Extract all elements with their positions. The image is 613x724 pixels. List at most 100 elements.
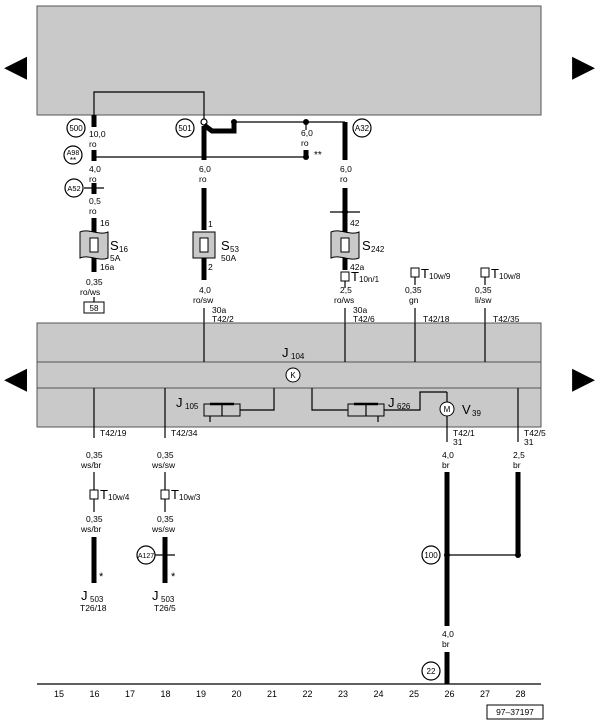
connector-t10w3-name: T	[171, 487, 179, 502]
motor-label: M	[444, 405, 451, 414]
grid-number: 17	[125, 689, 135, 699]
connector-t10w3-sub: 10w/3	[179, 493, 201, 502]
connector-t10w4-icon	[89, 489, 99, 500]
next-page-arrow-lower[interactable]: ▶	[572, 362, 595, 395]
fuse-s242-pin-in: 42	[350, 218, 360, 228]
fuse-s53-pin-out: 2	[208, 262, 213, 272]
wire-26b-size: 4,0	[442, 629, 454, 639]
connector-a127-label: A127	[138, 553, 154, 560]
grid-number: 16	[89, 689, 99, 699]
fuse-s53-number: 53	[230, 245, 239, 254]
figure-code-box	[486, 704, 544, 720]
connector-t10n1-name: T	[351, 269, 359, 284]
wire-19-size: 4,0	[199, 285, 211, 295]
j503b-star: *	[171, 571, 176, 583]
pin-27-t42: T42/35	[493, 314, 520, 324]
figure-code: 97–37197	[496, 707, 534, 717]
node-22-bottom	[303, 154, 309, 160]
wire-a32-size: 6,0	[340, 164, 352, 174]
connector-t10w8-icon	[480, 267, 490, 278]
pin-18-label: T42/34	[171, 428, 198, 438]
fuse-s16-element	[89, 237, 99, 253]
fuse-s53-name: S	[221, 238, 230, 253]
terminal-501-label: 501	[178, 124, 192, 133]
j626-name: J	[388, 395, 395, 410]
connector-t10w3-icon	[160, 489, 170, 500]
connector-a98-label: A98	[67, 150, 80, 157]
prev-page-arrow-lower[interactable]: ◀	[4, 362, 27, 395]
j104-number: 104	[291, 352, 305, 361]
grid-number: 22	[302, 689, 312, 699]
grid-number: 18	[160, 689, 170, 699]
fuse-s53-element	[199, 237, 209, 253]
connector-a52-label: A52	[67, 184, 80, 193]
wire-25-size: 0,35	[405, 285, 422, 295]
pin-26-label-b: 31	[453, 437, 463, 447]
grid-number: 25	[409, 689, 419, 699]
wire-18b-size: 0,35	[157, 514, 174, 524]
wire-25-color: gn	[409, 295, 419, 305]
fuse-s16-pin-out: 16a	[100, 262, 114, 272]
fuse-s242-name: S	[362, 238, 371, 253]
pin-25-t42: T42/18	[423, 314, 450, 324]
j105-name: J	[176, 395, 183, 410]
wire-18a-size: 0,35	[157, 450, 174, 460]
connector-t10w4-name: T	[100, 487, 108, 502]
grid-number: 24	[373, 689, 383, 699]
connector-t10w4-sub: 10w/4	[108, 493, 130, 502]
wire-22-color: ro	[301, 138, 309, 148]
grid-number: 21	[267, 689, 277, 699]
j104-name: J	[282, 345, 289, 360]
fuse-s242-pin-out: 42a	[350, 262, 364, 272]
wire-501-color: ro	[199, 174, 207, 184]
wire-500-color: ro	[89, 139, 97, 149]
prev-page-arrow[interactable]: ◀	[4, 50, 27, 83]
connector-t10n1-sub: 10n/1	[359, 275, 380, 284]
wire-16-size: 0,35	[86, 277, 103, 287]
wire-27-color: li/sw	[475, 295, 492, 305]
fuse-s242-element	[340, 237, 350, 253]
grid-number: 27	[480, 689, 490, 699]
fuse-s16-number: 16	[119, 245, 128, 254]
pin-23-30a: 30a	[353, 305, 367, 315]
j626-number: 626	[397, 402, 411, 411]
connector-a98	[63, 145, 83, 165]
wire-22-stars: **	[314, 150, 322, 161]
connector-t10n1-icon	[340, 271, 350, 282]
j503b-number: 503	[161, 595, 175, 604]
terminal-a32	[352, 118, 372, 138]
fuse-s16-rating: 5A	[110, 253, 121, 263]
v39-name: V	[462, 402, 471, 417]
wire-26b-color: br	[442, 639, 450, 649]
wire-22-size: 6,0	[301, 128, 313, 138]
j503a-pin: T26/18	[80, 603, 107, 613]
j503a-name: J	[81, 588, 88, 603]
connector-t10w8-sub: 10w/8	[499, 272, 521, 281]
connector-a52	[64, 178, 84, 198]
wire-16a-size: 0,35	[86, 450, 103, 460]
wire-16a-color: ws/br	[80, 460, 101, 470]
wire-18b-color: ws/sw	[151, 524, 176, 534]
wire-16-color: ro/ws	[80, 287, 100, 297]
ground-point-22	[421, 661, 441, 681]
pin-28-label-a: T42/5	[524, 428, 546, 438]
fuse-s53-rating: 50A	[221, 253, 236, 263]
grid-number: 20	[231, 689, 241, 699]
terminal-a32-label: A32	[355, 124, 370, 133]
ground-link-node-26	[444, 552, 450, 558]
wire-28-size: 2,5	[513, 450, 525, 460]
pin-26-label-a: T42/1	[453, 428, 475, 438]
grid-number: 28	[515, 689, 525, 699]
next-page-arrow[interactable]: ▶	[572, 50, 595, 83]
connector-t10w9-icon	[410, 267, 420, 278]
terminal-501	[175, 118, 195, 138]
v39-number: 39	[472, 409, 481, 418]
wire-23-color: ro/ws	[334, 295, 354, 305]
pin-19-t42: T42/2	[212, 314, 234, 324]
wire-18a-color: ws/sw	[151, 460, 176, 470]
j105-number: 105	[185, 402, 199, 411]
wire-28-color: br	[513, 460, 521, 470]
connector-t10w9-name: T	[421, 266, 429, 281]
